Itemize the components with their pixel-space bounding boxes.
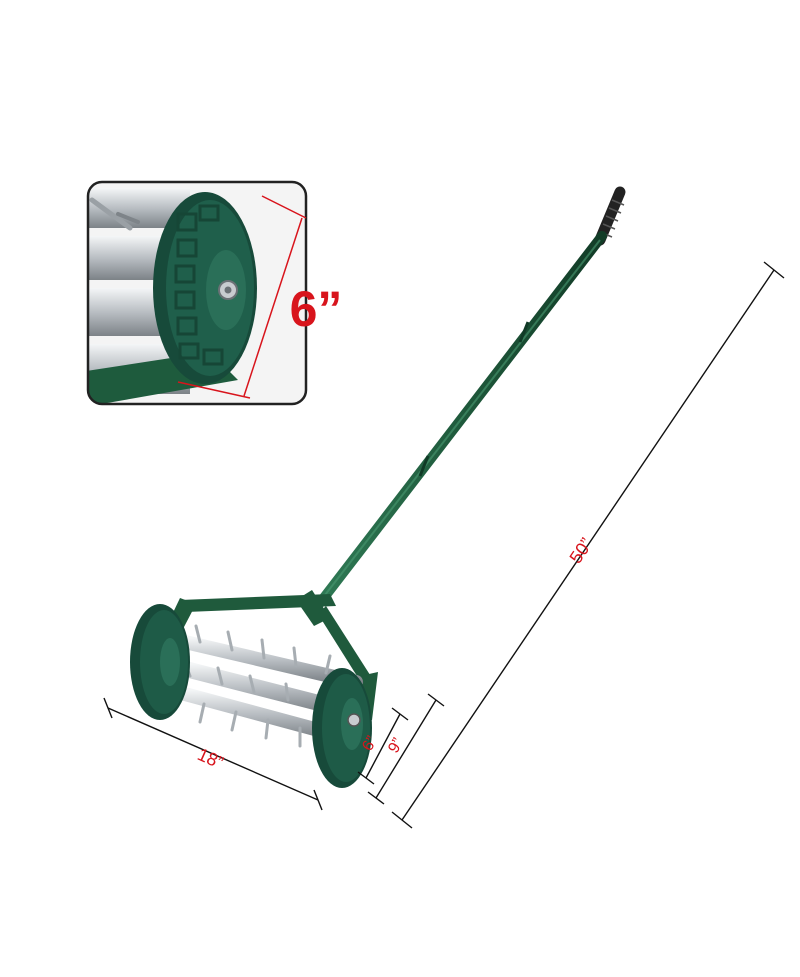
inset-wheel-icon — [153, 192, 257, 384]
dimension-lines — [103, 261, 785, 829]
wheel-icon — [130, 604, 190, 720]
spike-icon — [89, 197, 140, 231]
wheel-icon — [312, 668, 372, 788]
inset-closeup — [86, 180, 308, 406]
handle-shaft — [311, 231, 607, 613]
inset-dimension-lines — [177, 195, 307, 399]
inset-wheel-diameter-label: 6” — [290, 281, 343, 337]
